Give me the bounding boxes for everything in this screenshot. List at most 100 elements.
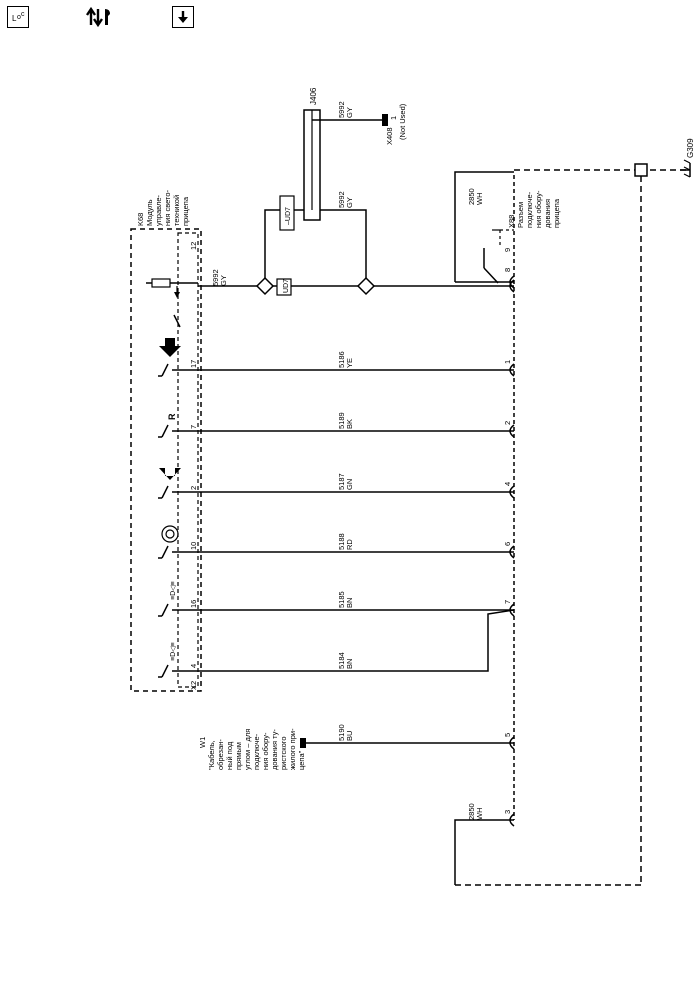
svg-text:4: 4 [189, 664, 198, 668]
svg-text:прицепа: прицепа [552, 198, 561, 228]
svg-text:3: 3 [503, 810, 512, 814]
svg-text:17: 17 [189, 360, 198, 368]
svg-text:BN: BN [345, 659, 354, 669]
svg-text:обрезан-: обрезан- [216, 739, 225, 770]
svg-text:GY: GY [219, 275, 228, 286]
wire-5188 [158, 525, 514, 559]
svg-text:цепа": цепа" [297, 750, 306, 770]
svg-text:GY: GY [345, 107, 354, 118]
svg-text:управле-: управле- [154, 194, 163, 226]
wire-2850-top [454, 171, 514, 282]
ground-ref: G309 [686, 138, 695, 158]
svg-text:WH: WH [475, 808, 484, 821]
ud7-box-bottom [276, 278, 292, 296]
svg-text:≡D◁≡: ≡D◁≡ [170, 642, 177, 661]
svg-text:углом – для: углом – для [243, 729, 252, 770]
wire-5190 [300, 738, 514, 748]
svg-text:7: 7 [503, 600, 512, 604]
x88-ref: X88 [507, 215, 516, 228]
wire-5189: R [158, 413, 514, 438]
svg-text:Разъем: Разъем [516, 202, 525, 228]
svg-text:ристского: ристского [279, 737, 288, 771]
svg-text:4: 4 [503, 482, 512, 486]
svg-text:16: 16 [189, 600, 198, 608]
svg-text:10: 10 [189, 542, 198, 550]
svg-text:5186: 5186 [337, 351, 346, 368]
svg-text:Модуль: Модуль [145, 199, 154, 226]
k68-module-boundary [130, 228, 202, 692]
connector-legend-icon[interactable]: L o c [7, 6, 29, 28]
k68-pin12-circuit [146, 278, 198, 328]
svg-text:2850: 2850 [467, 188, 476, 205]
svg-text:c: c [21, 11, 25, 18]
svg-text:YE: YE [345, 358, 354, 368]
svg-text:L: L [12, 14, 17, 23]
svg-text:ный под: ный под [225, 741, 234, 770]
svg-text:дования: дования [543, 199, 552, 228]
ground-symbol [680, 159, 691, 178]
toolbar: L o c [0, 0, 700, 44]
wire-2850-bottom [454, 819, 514, 885]
wiring-diagram: G309 –UD7 UD7 J406 [130, 87, 695, 886]
x408-terminal [382, 114, 388, 126]
svg-text:1: 1 [503, 360, 512, 364]
tools-arrows-icon[interactable] [86, 6, 114, 28]
svg-text:WH: WH [475, 193, 484, 206]
svg-text:5188: 5188 [337, 533, 346, 550]
svg-text:подключе-: подключе- [525, 191, 534, 228]
svg-text:o: o [17, 14, 21, 21]
wire-5184: ≡D◁≡ [158, 609, 515, 678]
wire-5187 [158, 468, 514, 499]
svg-text:5185: 5185 [337, 591, 346, 608]
svg-text:ния обору-: ния обору- [261, 732, 270, 770]
svg-text:1: 1 [389, 116, 398, 120]
svg-text:дования ту-: дования ту- [270, 729, 279, 770]
svg-text:BN: BN [345, 598, 354, 608]
svg-text:2: 2 [189, 486, 198, 490]
download-icon[interactable] [172, 6, 194, 28]
svg-text:GY: GY [345, 197, 354, 208]
svg-text:UD7: UD7 [283, 279, 290, 293]
k68-connector-x2 [177, 232, 199, 688]
ud7-box-top [279, 195, 295, 231]
svg-text:BK: BK [345, 419, 354, 429]
wire-5186 [158, 338, 514, 377]
x88-switch [483, 229, 500, 284]
svg-text:5: 5 [503, 733, 512, 737]
module-ref: K68 [136, 213, 145, 226]
svg-text:8: 8 [503, 268, 512, 272]
svg-text:RD: RD [345, 539, 354, 550]
svg-text:ния свето-: ния свето- [163, 189, 172, 226]
svg-text:2: 2 [503, 421, 512, 425]
svg-text:BU: BU [345, 731, 354, 741]
svg-text:5190: 5190 [337, 724, 346, 741]
harness-ref: W1 [198, 737, 207, 748]
svg-text:–UD7: –UD7 [285, 207, 292, 225]
svg-text:R: R [167, 413, 177, 420]
wire-5185: ≡D◁≡ [158, 581, 514, 617]
svg-text:X408: X408 [385, 127, 394, 145]
svg-text:5189: 5189 [337, 412, 346, 429]
svg-text:J406: J406 [309, 87, 318, 105]
svg-text:5992: 5992 [211, 269, 220, 286]
svg-text:5187: 5187 [337, 473, 346, 490]
svg-text:2850: 2850 [467, 803, 476, 820]
diode-left [255, 276, 275, 296]
svg-text:5184: 5184 [337, 652, 346, 669]
svg-text:ния обору-: ния обору- [534, 190, 543, 228]
shield-connector [634, 163, 648, 177]
svg-text:GN: GN [345, 479, 354, 490]
svg-text:7: 7 [189, 425, 198, 429]
diode-right [356, 276, 376, 296]
svg-text:5992: 5992 [337, 101, 346, 118]
svg-text:"Кабель,: "Кабель, [207, 740, 216, 770]
svg-text:прямым: прямым [234, 742, 243, 770]
svg-text:5992: 5992 [337, 191, 346, 208]
svg-text:прицепа: прицепа [181, 196, 190, 226]
svg-text:9: 9 [503, 248, 512, 252]
svg-text:подключе-: подключе- [252, 733, 261, 770]
svg-text:техникой: техникой [172, 195, 181, 226]
x88-pin-hooks [509, 275, 515, 827]
svg-text:6: 6 [503, 542, 512, 546]
svg-text:жилого при-: жилого при- [288, 728, 297, 770]
